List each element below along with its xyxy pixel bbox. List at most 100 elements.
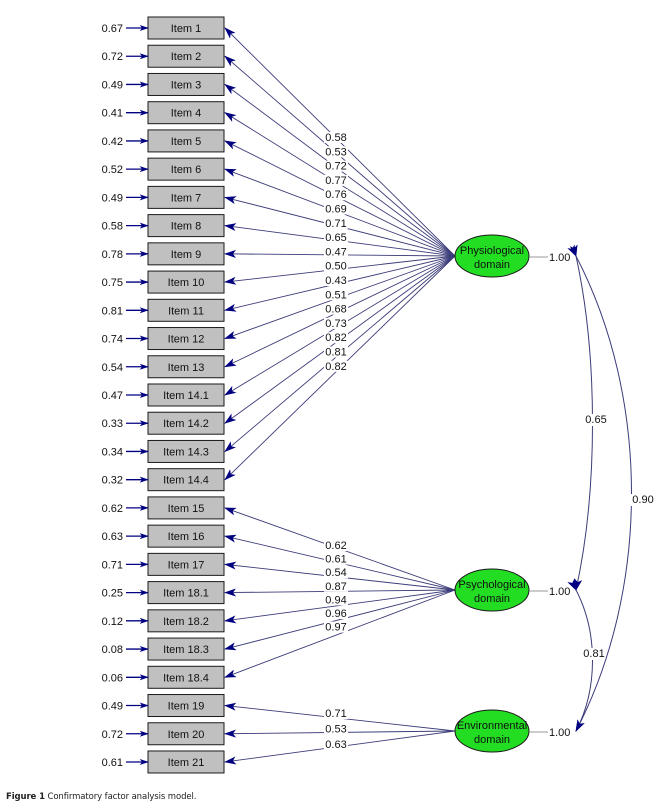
item-17: Item 14.40.32: [102, 468, 225, 492]
error-variance: 0.49: [102, 79, 123, 91]
loading-value: 0.53: [325, 724, 346, 736]
loading-value: 0.76: [325, 189, 346, 201]
loading-label-bg: [324, 260, 348, 272]
error-variance: 0.32: [102, 475, 123, 487]
item-label: Item 14.2: [163, 418, 209, 430]
item-26: Item 200.72: [102, 722, 225, 746]
factor-psych: Psychological domain 1.00: [454, 568, 570, 612]
item-16: Item 14.30.34: [102, 439, 225, 463]
item-label: Item 17: [168, 559, 205, 571]
item-10: Item 10 0.75: [102, 270, 225, 294]
item-15: Item 14.2 0.33: [102, 411, 225, 435]
factor-name-line1: Environmental: [457, 720, 527, 732]
item-label: Item 12: [168, 334, 205, 346]
loading-value: 0.72: [325, 161, 346, 173]
item-label: Item 18.4: [163, 672, 209, 684]
factor-name-line2: domain: [474, 734, 510, 746]
covariance-value: 0.65: [585, 414, 606, 426]
loading-value: 0.65: [325, 232, 346, 244]
item-24: Item 18.4 0.06: [102, 665, 225, 689]
error-variance: 0.54: [102, 362, 123, 374]
loading-value: 0.54: [325, 567, 346, 579]
loading-value: 0.62: [325, 540, 346, 552]
loading-label-bg: [324, 608, 348, 619]
item-label: Item 14.1: [163, 390, 209, 402]
item-label: Item 4: [171, 108, 202, 120]
error-variance: 0.33: [102, 418, 123, 430]
item-label: Item 9: [171, 249, 202, 261]
loading-label-bg: [324, 275, 348, 286]
loading-value: 0.82: [325, 332, 346, 344]
item-14: Item 14.10.47: [102, 383, 225, 407]
item-label: Item 18.1: [163, 588, 209, 600]
loading-label-bg: [324, 346, 348, 358]
item-label: Item 5: [171, 136, 202, 148]
loading-arrow: [224, 589, 456, 678]
error-variance: 0.81: [102, 305, 123, 317]
factor-name-line1: Psychological: [458, 579, 525, 591]
item-label: Item 10: [168, 277, 205, 289]
factor-name-line1: Physiological: [460, 245, 524, 257]
error-variance: 0.08: [102, 644, 123, 656]
item-12: Item 120.74: [102, 327, 225, 351]
loading-label-bg: [324, 594, 348, 606]
item-label: Item 6: [171, 164, 202, 176]
factor-variance: 1.00: [549, 586, 570, 598]
error-variance: 0.78: [102, 249, 123, 261]
item-label: Item 8: [171, 221, 202, 233]
loading-value: 0.71: [325, 708, 346, 720]
loading-value: 0.50: [325, 261, 346, 273]
item-27: Item 210.61: [102, 750, 225, 774]
loading-value: 0.82: [325, 361, 346, 373]
figure-caption: Figure 1 Confirmatory factor analysis mo…: [6, 792, 196, 802]
loading-label-bg: [324, 132, 348, 143]
loading-value: 0.94: [325, 594, 346, 606]
loading-value: 0.61: [325, 554, 346, 566]
error-variance: 0.12: [102, 616, 123, 628]
figure-caption-text: Confirmatory factor analysis model.: [47, 792, 197, 802]
loading-value: 0.58: [325, 132, 346, 144]
figure-label: Figure 1: [6, 792, 45, 802]
covariance-paths: 0.650.810.90: [567, 244, 656, 732]
item-22: Item 18.20.12: [102, 609, 225, 633]
loading-label-bg: [324, 553, 348, 565]
covariance-arrow-psych-env: [567, 578, 593, 732]
item-label: Item 13: [168, 362, 205, 374]
item-2: Item 20.72: [102, 44, 225, 68]
loading-value: 0.87: [325, 581, 346, 593]
error-variance: 0.41: [102, 108, 123, 120]
error-variance: 0.75: [102, 277, 123, 289]
factor-name-line2: domain: [474, 593, 510, 605]
loading-label-bg: [324, 580, 348, 592]
item-6: Item 60.52: [102, 157, 225, 181]
error-variance: 0.71: [102, 559, 123, 571]
item-label: Item 3: [171, 79, 202, 91]
error-variance: 0.06: [102, 672, 123, 684]
item-label: Item 14.3: [163, 446, 209, 458]
item-5: Item 50.42: [102, 129, 225, 153]
loading-label-bg: [324, 203, 348, 215]
loading-value: 0.71: [325, 218, 346, 230]
loading-label-bg: [324, 303, 348, 315]
item-9: Item 9 0.78: [102, 242, 225, 266]
item-label: Item 21: [168, 757, 205, 769]
error-variance: 0.58: [102, 221, 123, 233]
factor-ellipse: [454, 709, 530, 753]
loading-label-bg: [324, 189, 348, 201]
item-7: Item 70.49: [102, 185, 225, 209]
item-label: Item 18.3: [163, 644, 209, 656]
latent-factors: Physiological domain 1.00 Psychological doma…: [454, 234, 570, 753]
item-label: Item 1: [171, 23, 202, 35]
factor-ellipse: [454, 568, 530, 612]
factor-name-line2: domain: [474, 259, 510, 271]
loading-labels: 0.580.530.720.770.760.690.710.650.470.50…: [324, 132, 348, 751]
item-label: Item 2: [171, 51, 202, 63]
loading-label-bg: [324, 217, 348, 229]
covariance-label-bg: [583, 414, 609, 426]
loading-value: 0.47: [325, 246, 346, 258]
loading-label-bg: [324, 567, 348, 579]
loading-value: 0.43: [325, 275, 346, 287]
loading-value: 0.63: [325, 739, 346, 751]
